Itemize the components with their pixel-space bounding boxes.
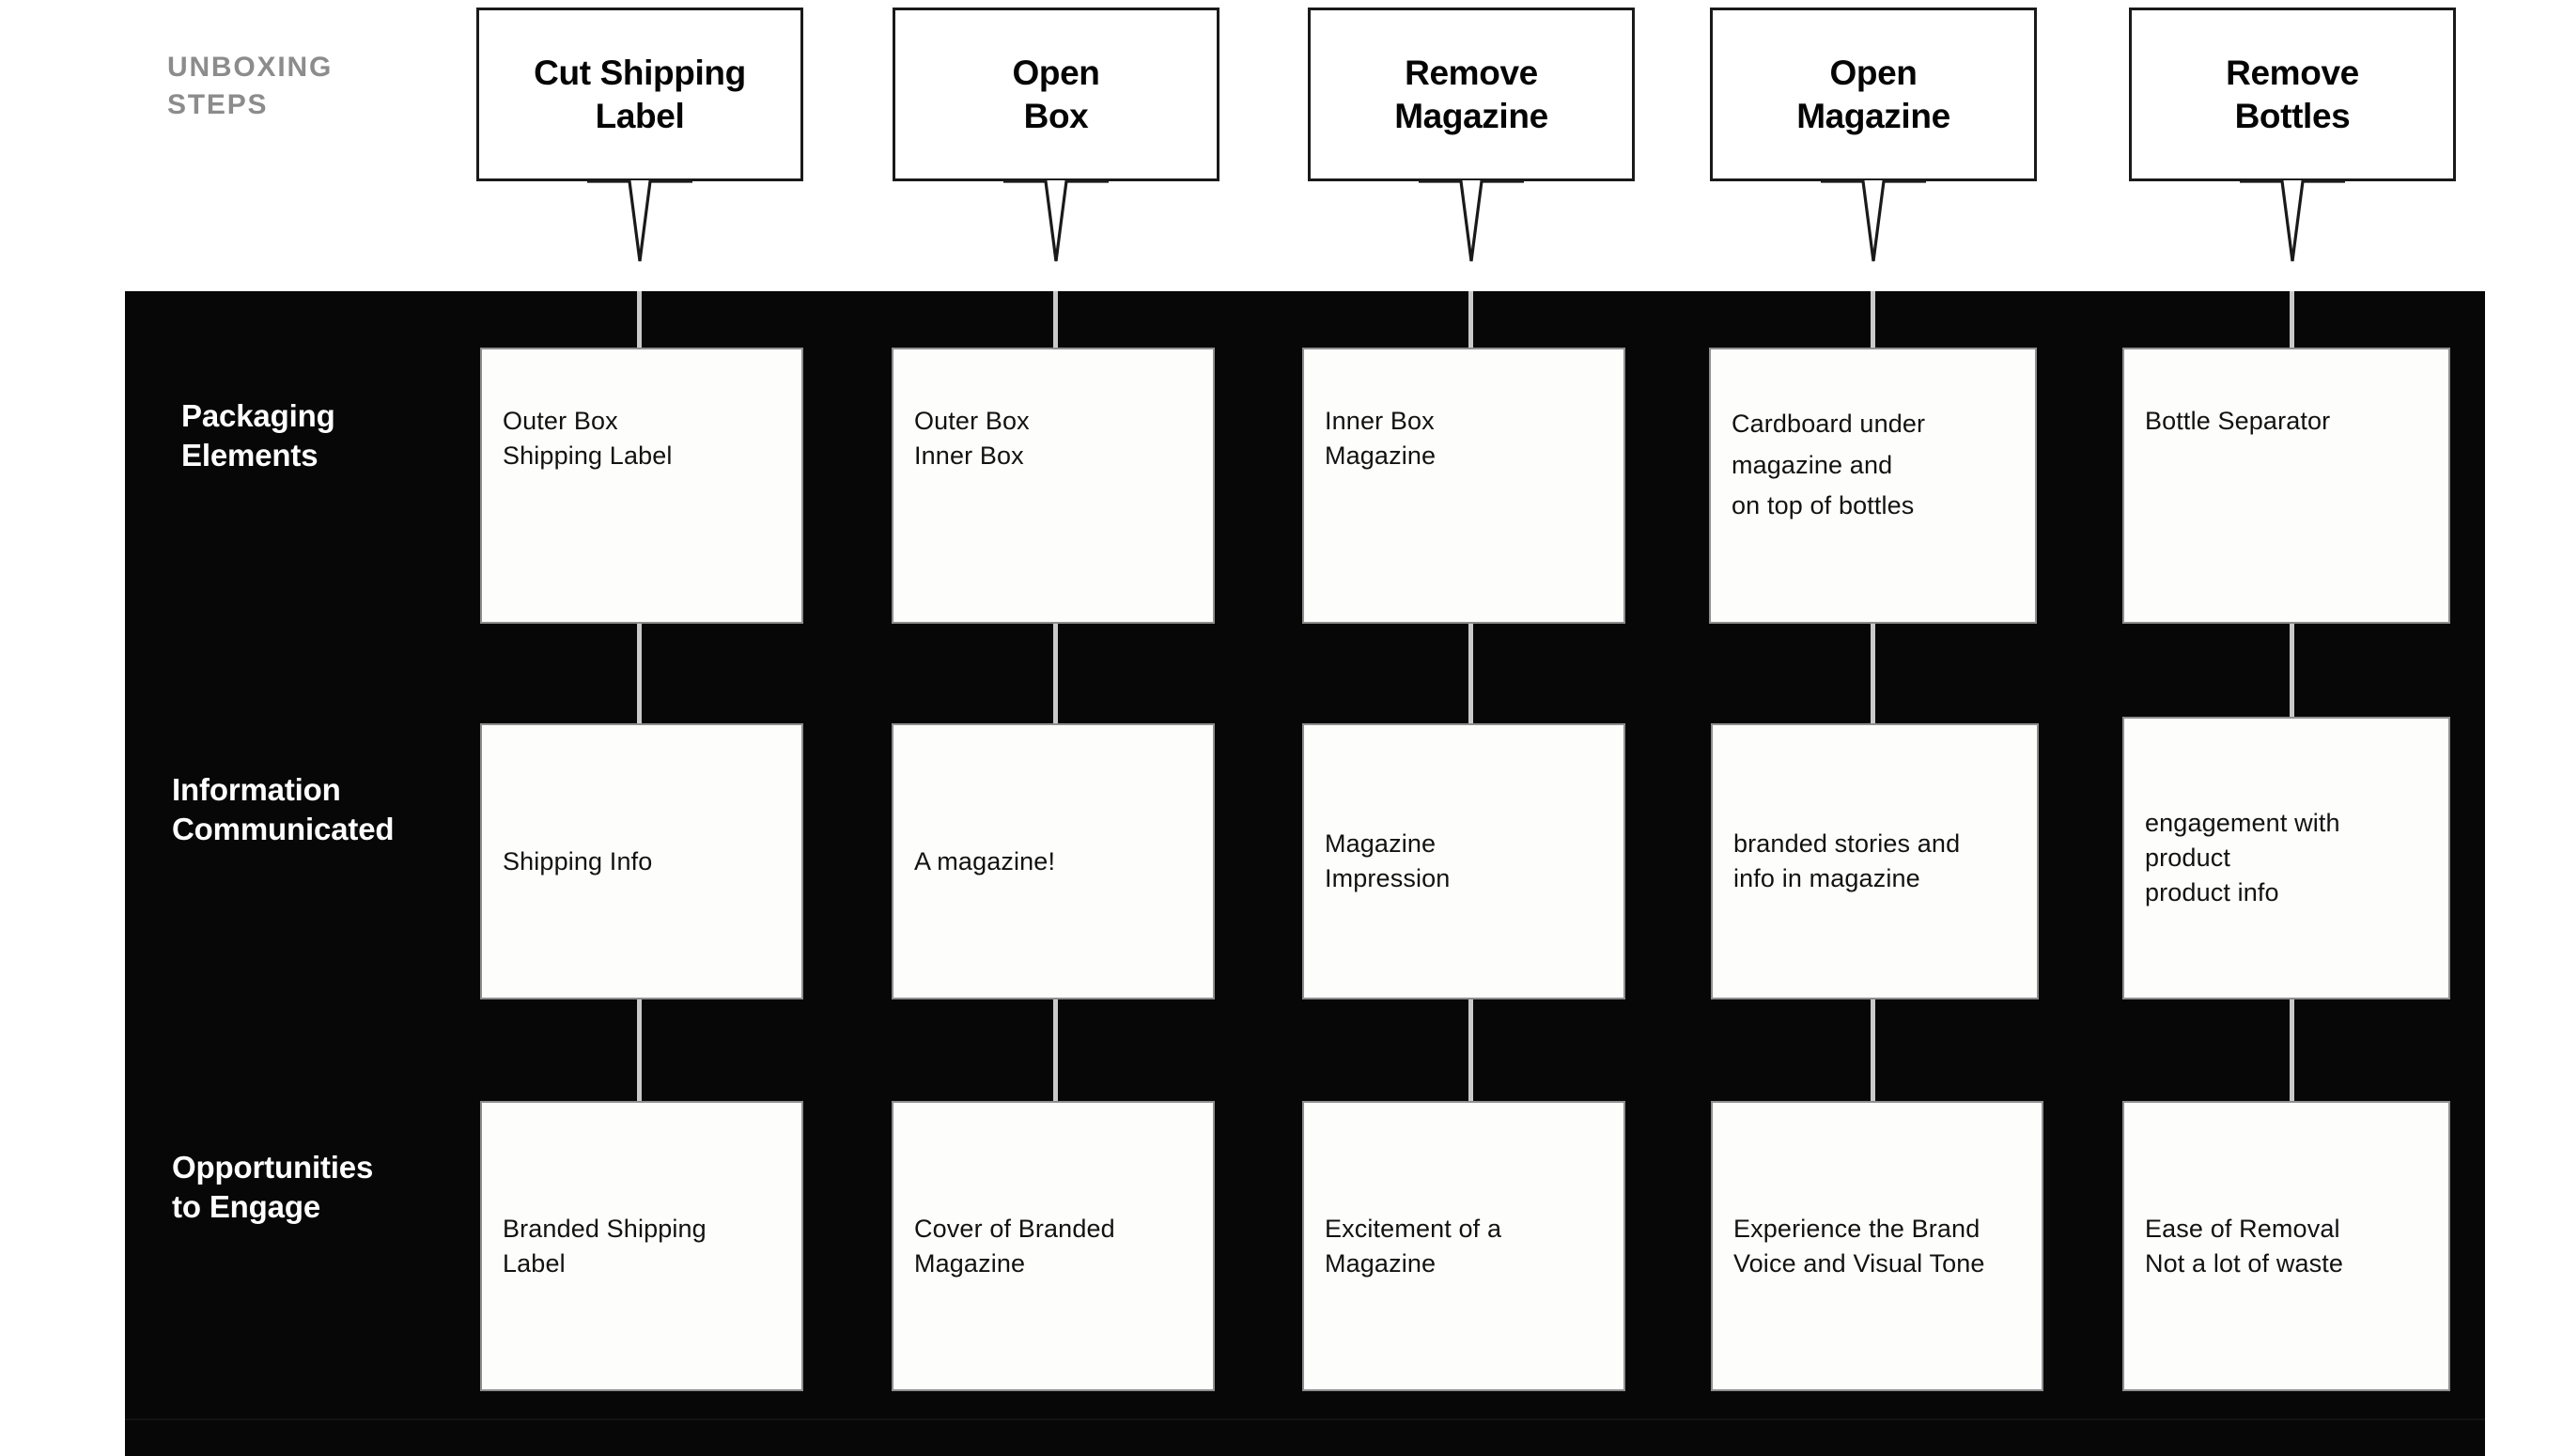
step-callout-3[interactable]: Remove Magazine <box>1308 8 1635 263</box>
matrix-cell-r2c3[interactable]: Magazine Impression <box>1304 725 1623 998</box>
matrix-panel: Packaging Elements Information Communica… <box>125 291 2485 1456</box>
matrix-cell-r3c1[interactable]: Branded Shipping Label <box>482 1103 801 1389</box>
connector-col-4-mid1 <box>1871 622 1875 725</box>
matrix-cell-r3c4[interactable]: Experience the Brand Voice and Visual To… <box>1713 1103 2042 1389</box>
callout-tail-icon <box>1419 179 1524 263</box>
step-callout-box: Open Box <box>893 8 1219 181</box>
connector-col-1-mid2 <box>637 998 642 1103</box>
matrix-cell-text: Magazine Impression <box>1325 829 1451 892</box>
matrix-cell-text: engagement with product product info <box>2145 809 2340 906</box>
matrix-cell-r1c1[interactable]: Outer Box Shipping Label <box>482 349 801 622</box>
connector-col-1-mid1 <box>637 622 642 725</box>
section-label: UNBOXING STEPS <box>167 52 334 120</box>
matrix-cell-text: Experience the Brand Voice and Visual To… <box>1733 1214 1985 1278</box>
step-callout-box: Open Magazine <box>1710 8 2037 181</box>
matrix-cell-text: Branded Shipping Label <box>503 1214 707 1278</box>
matrix-cell-r1c2[interactable]: Outer Box Inner Box <box>893 349 1213 622</box>
connector-col-3-mid2 <box>1468 998 1473 1103</box>
matrix-cell-r1c4[interactable]: Cardboard under magazine and on top of b… <box>1711 349 2035 622</box>
step-callout-4[interactable]: Open Magazine <box>1710 8 2037 263</box>
matrix-cell-text: Outer Box Inner Box <box>914 407 1030 470</box>
connector-col-3-mid1 <box>1468 622 1473 725</box>
step-callout-label: Open Box <box>1012 54 1100 135</box>
step-callout-label: Open Magazine <box>1796 54 1950 135</box>
callout-tail-icon <box>587 179 692 263</box>
step-callout-5[interactable]: Remove Bottles <box>2129 8 2456 263</box>
step-callout-box: Remove Bottles <box>2129 8 2456 181</box>
matrix-cell-r1c3[interactable]: Inner Box Magazine <box>1304 349 1623 622</box>
connector-col-2-mid2 <box>1053 998 1058 1103</box>
matrix-cell-text: Ease of Removal Not a lot of waste <box>2145 1214 2344 1278</box>
connector-col-3-top <box>1468 291 1473 349</box>
matrix-cell-text: A magazine! <box>914 846 1056 875</box>
matrix-cell-r2c1[interactable]: Shipping Info <box>482 725 801 998</box>
matrix-cell-r2c2[interactable]: A magazine! <box>893 725 1213 998</box>
matrix-cell-text: Bottle Separator <box>2145 407 2331 435</box>
matrix-cell-text: Cover of Branded Magazine <box>914 1214 1115 1278</box>
row-label-packaging-elements: Packaging Elements <box>181 398 335 472</box>
connector-col-5-mid2 <box>2290 998 2294 1103</box>
matrix-cell-text: Outer Box Shipping Label <box>503 407 673 470</box>
matrix-cell-text: Excitement of a Magazine <box>1325 1214 1502 1278</box>
matrix-cell-r3c3[interactable]: Excitement of a Magazine <box>1304 1103 1623 1389</box>
callout-tail-icon <box>1003 179 1109 263</box>
connector-col-4-top <box>1871 291 1875 349</box>
connector-col-4-mid2 <box>1871 998 1875 1103</box>
matrix-cell-r3c2[interactable]: Cover of Branded Magazine <box>893 1103 1213 1389</box>
step-callout-2[interactable]: Open Box <box>893 8 1219 263</box>
matrix-cell-r1c5[interactable]: Bottle Separator <box>2124 349 2448 622</box>
unboxing-steps-header: UNBOXING STEPS Cut Shipping Label Open B… <box>0 0 2563 291</box>
step-callout-label: Cut Shipping Label <box>534 54 746 135</box>
connector-col-2-top <box>1053 291 1058 349</box>
step-callout-label: Remove Magazine <box>1394 54 1548 135</box>
connector-col-1-top <box>637 291 642 349</box>
matrix-cell-text: branded stories and info in magazine <box>1733 829 1961 892</box>
row-label-opportunities-to-engage: Opportunities to Engage <box>172 1150 374 1224</box>
callout-tail-icon <box>1821 179 1926 263</box>
matrix-cell-r2c4[interactable]: branded stories and info in magazine <box>1713 725 2037 998</box>
connector-col-5-mid1 <box>2290 622 2294 725</box>
matrix-cell-text: Cardboard under magazine and on top of b… <box>1732 410 1926 520</box>
matrix-cell-r2c5[interactable]: engagement with product product info <box>2124 719 2448 998</box>
matrix-cell-text: Shipping Info <box>503 846 653 875</box>
step-callout-1[interactable]: Cut Shipping Label <box>476 8 803 263</box>
step-callout-label: Remove Bottles <box>2226 54 2359 135</box>
panel-bottom-divider <box>125 1418 2485 1420</box>
step-callout-box: Remove Magazine <box>1308 8 1635 181</box>
matrix-cell-r3c5[interactable]: Ease of Removal Not a lot of waste <box>2124 1103 2448 1389</box>
matrix-cell-text: Inner Box Magazine <box>1325 407 1437 470</box>
callout-tail-icon <box>2240 179 2345 263</box>
connector-col-2-mid1 <box>1053 622 1058 725</box>
step-callout-box: Cut Shipping Label <box>476 8 803 181</box>
row-label-information-communicated: Information Communicated <box>172 772 395 846</box>
connector-col-5-top <box>2290 291 2294 349</box>
